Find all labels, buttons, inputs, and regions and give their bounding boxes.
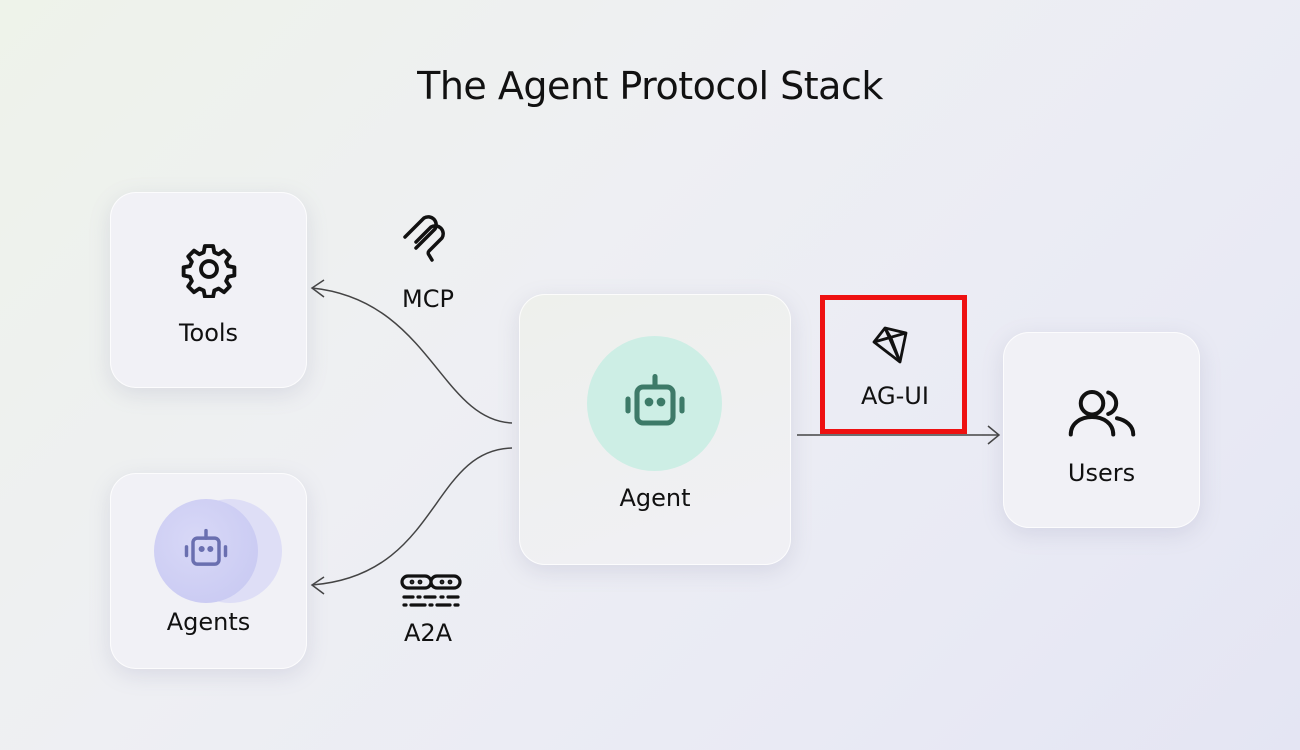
mcp-arrowhead [310, 279, 325, 298]
agent-label: Agent [619, 484, 691, 512]
users-icon [1068, 390, 1136, 437]
agent-avatar [587, 336, 722, 471]
a2a-arrowhead [310, 576, 325, 595]
gear-icon [181, 244, 237, 298]
agents-label: Agents [166, 608, 251, 636]
agents-avatar [154, 499, 258, 603]
agui-arrowhead [987, 425, 1001, 445]
a2a-label: A2A [403, 619, 453, 647]
mcp-connector [311, 287, 513, 424]
agents-node: Agents [110, 473, 307, 669]
a2a-icon [400, 574, 462, 607]
mcp-icon [403, 215, 445, 262]
robot-icon [625, 373, 685, 426]
users-label: Users [1067, 459, 1136, 487]
robot-icon [184, 528, 228, 566]
diagram-title: The Agent Protocol Stack [417, 64, 883, 108]
users-node: Users [1003, 332, 1200, 528]
agent-node: Agent [519, 294, 791, 565]
tools-node: Tools [110, 192, 307, 388]
diamond-icon [872, 326, 908, 364]
mcp-label: MCP [402, 285, 454, 313]
highlight-box [820, 295, 967, 434]
a2a-connector [311, 447, 513, 586]
tools-label: Tools [178, 319, 239, 347]
agui-label: AG-UI [861, 382, 929, 410]
